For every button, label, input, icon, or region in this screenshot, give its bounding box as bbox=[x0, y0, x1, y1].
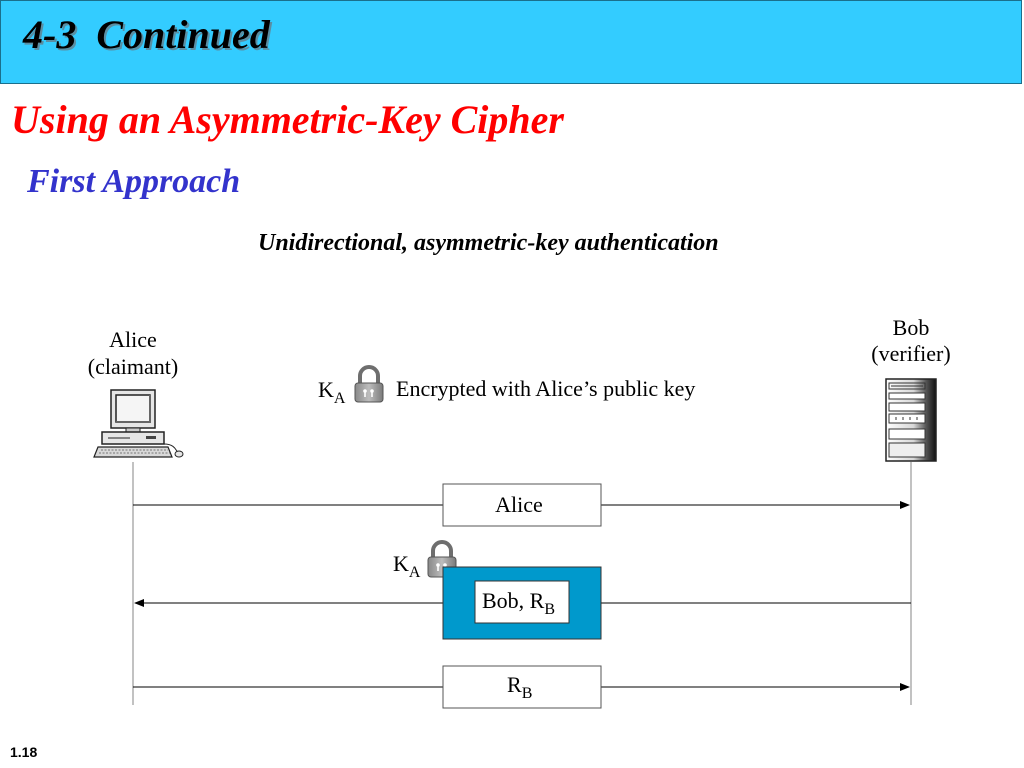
message-3-label: RB bbox=[507, 672, 532, 702]
verifier-name: Bob bbox=[893, 315, 930, 340]
legend: KA Encrypted with Alice’s public key bbox=[318, 365, 695, 407]
legend-description: Encrypted with Alice’s public key bbox=[396, 376, 695, 401]
message-2-box bbox=[474, 580, 570, 624]
message-2-text: Bob, R bbox=[482, 588, 545, 613]
legend-key-symbol: K bbox=[318, 377, 334, 402]
header-bar: 4-3 Continued bbox=[0, 0, 1022, 84]
message-1-box bbox=[442, 483, 602, 527]
svg-text:KA: KA bbox=[318, 377, 346, 407]
slide-number: 1.18 bbox=[10, 744, 38, 760]
padlock-icon bbox=[354, 365, 384, 403]
main-heading: Using an Asymmetric-Key Cipher bbox=[11, 97, 564, 142]
message-2-subscript: B bbox=[544, 601, 555, 618]
desktop-computer-icon bbox=[93, 389, 184, 458]
message-2-key-subscript: A bbox=[409, 564, 421, 581]
figure-caption: Unidirectional, asymmetric-key authentic… bbox=[258, 230, 719, 256]
server-icon bbox=[885, 378, 937, 462]
message-2-label: Bob, RB bbox=[482, 588, 555, 618]
sub-heading: First Approach bbox=[27, 163, 241, 200]
legend-key-subscript: A bbox=[334, 390, 346, 407]
message-1-text: Alice bbox=[495, 492, 543, 517]
message-2: KA Bob, RB bbox=[134, 540, 911, 640]
message-3: RB bbox=[133, 665, 910, 709]
message-3-box bbox=[442, 665, 602, 709]
slide-title: 4-3 Continued bbox=[23, 12, 270, 57]
message-3-text: R bbox=[507, 672, 522, 697]
verifier-role: (verifier) bbox=[871, 341, 950, 366]
message-3-subscript: B bbox=[522, 685, 533, 702]
message-1: Alice bbox=[133, 483, 910, 527]
message-2-key: KA bbox=[393, 551, 421, 581]
claimant-name: Alice bbox=[109, 327, 157, 352]
claimant-role: (claimant) bbox=[88, 354, 178, 379]
message-2-key-symbol: K bbox=[393, 551, 409, 576]
